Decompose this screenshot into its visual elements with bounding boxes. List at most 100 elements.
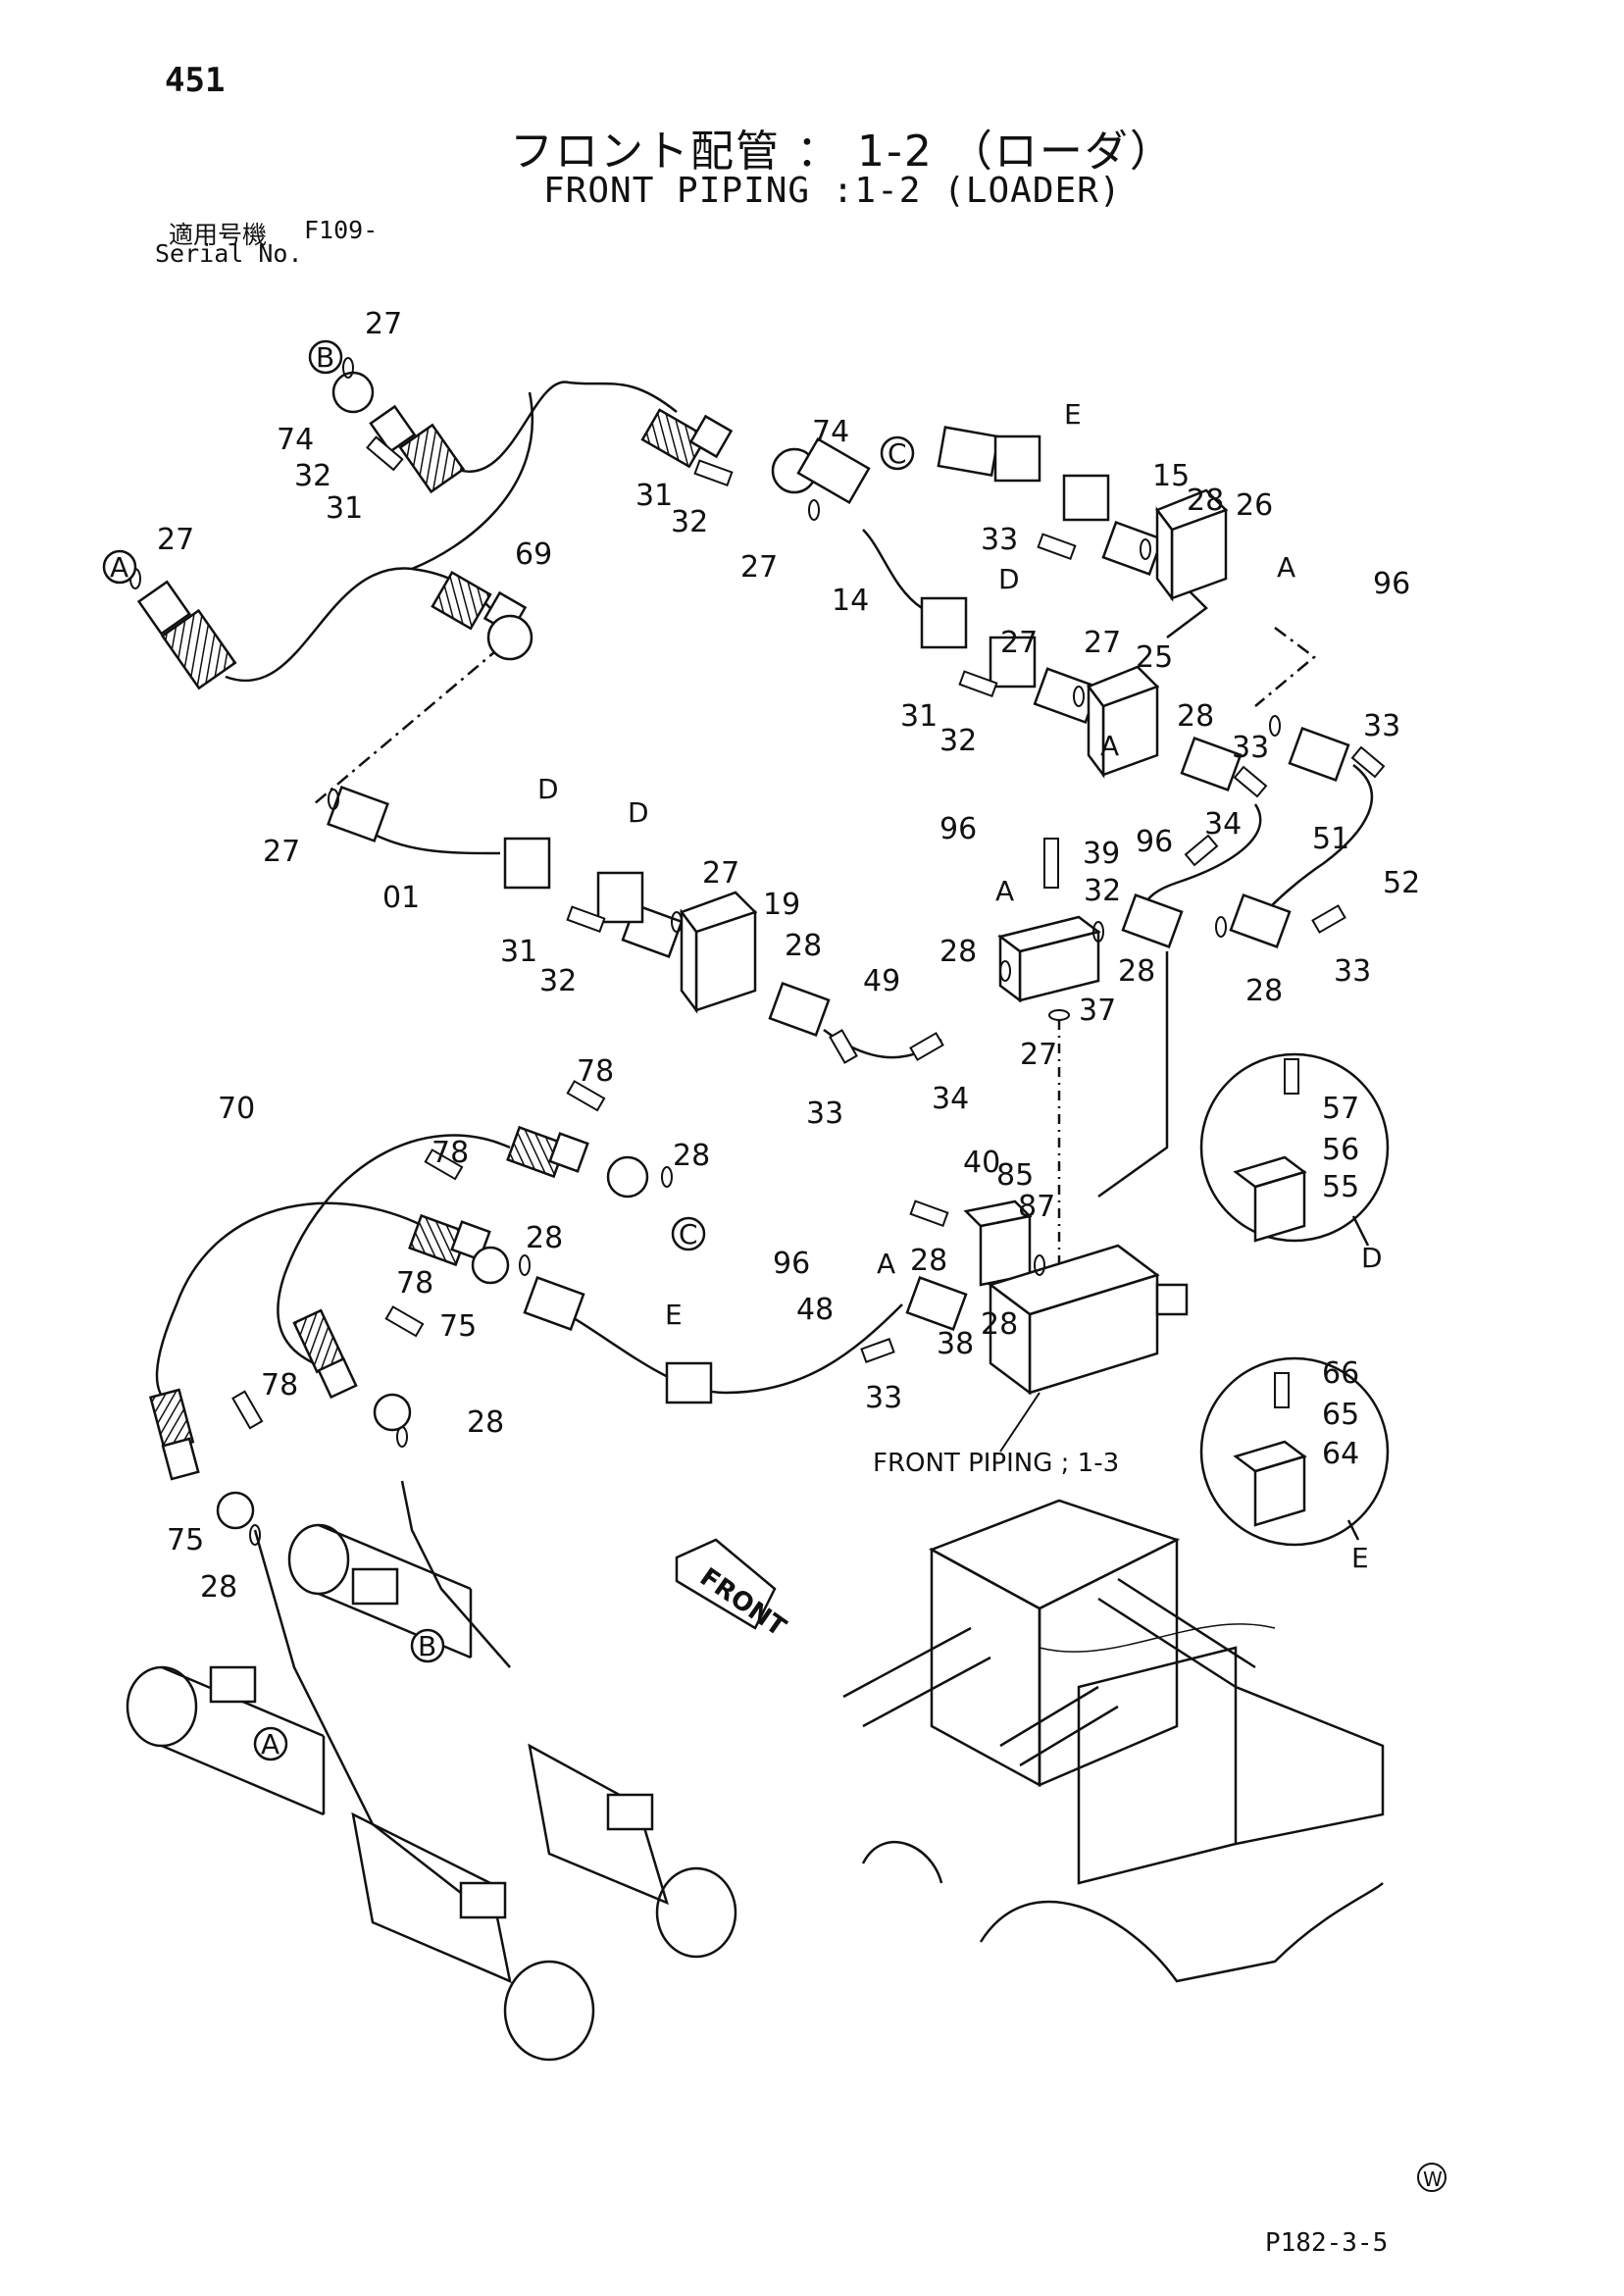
- bolt-66: [1274, 1372, 1290, 1408]
- callout: 85: [996, 1158, 1034, 1193]
- ref-letter: B: [316, 341, 334, 374]
- callout: 51: [1312, 822, 1349, 856]
- o-ring-27-g: [1048, 1009, 1070, 1021]
- ref-letter: E: [1351, 1542, 1369, 1574]
- callout: 34: [932, 1082, 969, 1116]
- callout: 14: [832, 584, 869, 618]
- ref-letter: D: [628, 796, 649, 829]
- callout: 28: [673, 1139, 710, 1173]
- callout: 55: [1322, 1170, 1359, 1204]
- ref-letter: D: [537, 773, 559, 805]
- pipe-52-down: [1097, 951, 1169, 1199]
- loader-cylinder-right: [1097, 1577, 1256, 1689]
- callout: 37: [1079, 994, 1116, 1028]
- ref-letter: E: [665, 1299, 683, 1331]
- clamp-e-3: [665, 1361, 713, 1404]
- front-arrow: FRONT: [675, 1538, 791, 1643]
- o-ring-28-c: [1092, 921, 1104, 943]
- callout: 28: [467, 1405, 504, 1440]
- callout: 31: [500, 935, 537, 969]
- watermark-circle: [1417, 2163, 1446, 2192]
- pipe-to-cylinder-a: [253, 1529, 462, 1894]
- flange-28-right: [1180, 736, 1243, 792]
- hose-70-b: [155, 1201, 442, 1403]
- callout: 78: [396, 1266, 433, 1301]
- pipe-14: [862, 529, 923, 610]
- hose-fitting-69a: [398, 423, 466, 494]
- loader-frame-side: [1038, 1537, 1179, 1787]
- clamp-e-1: [993, 434, 1041, 483]
- o-ring-28-j: [1034, 1254, 1045, 1276]
- callout: 57: [1322, 1092, 1359, 1126]
- ref-circle-a-lower: [253, 1726, 288, 1761]
- ref-letter: A: [110, 551, 128, 584]
- bolt-34-b: [909, 1032, 944, 1061]
- flange-38: [905, 1275, 968, 1332]
- page-title-japanese: フロント配管 ： 1-2 （ローダ）: [510, 127, 1175, 177]
- letter-references: B A C E A D A D D A A C E D E B A: [102, 339, 1383, 1761]
- detail-circle-d: [1199, 1052, 1390, 1243]
- callout: 70: [218, 1092, 255, 1126]
- callout: 27: [365, 307, 402, 341]
- ref-letter: C: [679, 1218, 698, 1250]
- bolt-40: [909, 1199, 949, 1228]
- callout: 78: [261, 1368, 298, 1403]
- cylinder-b-eye: [287, 1523, 350, 1596]
- flange-c: [937, 426, 1000, 478]
- loader-lower-outline: [979, 1882, 1384, 1983]
- loader-pin: [861, 1841, 943, 1884]
- flange-28-pipe52: [1229, 893, 1292, 949]
- hydraulic-cylinders: [126, 1523, 737, 2062]
- flange-69-end: [486, 614, 533, 661]
- cylinder-rod-a: [351, 1811, 512, 1984]
- callout: 19: [763, 888, 800, 922]
- callout: 28: [981, 1307, 1018, 1342]
- flange-75a: [471, 1246, 510, 1285]
- callout: 56: [1322, 1133, 1359, 1167]
- pipe-52: [1264, 764, 1374, 913]
- bolt-78-d: [231, 1390, 264, 1430]
- callout: 33: [981, 523, 1018, 557]
- o-ring-27-d: [1073, 686, 1085, 707]
- hose-nut-70a: [548, 1132, 589, 1173]
- bolt-31-a: [366, 435, 404, 472]
- flange-27-lower: [327, 786, 389, 842]
- callout: 28: [1177, 699, 1214, 734]
- hose-fitting-69b: [640, 408, 708, 469]
- callout: 28: [785, 929, 822, 963]
- flange-28-c: [606, 1155, 649, 1199]
- loader-cylinder-left: [842, 1626, 991, 1728]
- callout: 34: [1204, 807, 1242, 842]
- detail-circle-e: [1199, 1356, 1390, 1547]
- callout: 96: [773, 1247, 810, 1281]
- callout: 27: [1000, 626, 1038, 660]
- front-arrow-shape: [675, 1538, 777, 1630]
- callout: 01: [382, 881, 420, 915]
- loader-base-block: [1077, 1646, 1238, 1885]
- ref-letter: D: [998, 563, 1020, 595]
- ref-line-a: [1254, 627, 1317, 707]
- callout: 31: [326, 491, 363, 526]
- callout: 33: [806, 1097, 843, 1131]
- block-front-piping-port: [1155, 1283, 1189, 1316]
- cylinder-rod-b: [528, 1743, 669, 1906]
- bolt-33-d: [1311, 904, 1346, 934]
- ref-letter: A: [995, 875, 1014, 907]
- ref-circle-b-lower: [410, 1628, 445, 1663]
- callout: 78: [577, 1054, 614, 1089]
- bolt-78-b: [424, 1148, 464, 1181]
- hose-fitting-69d: [431, 570, 492, 631]
- bolt-78-a: [566, 1080, 606, 1112]
- ref-letter: C: [888, 437, 907, 470]
- callout: 39: [1083, 837, 1120, 871]
- callout: 52: [1383, 866, 1420, 900]
- ref-circle-c-lower: [671, 1216, 706, 1251]
- bolt-31-c: [958, 670, 998, 698]
- o-ring-27-f: [671, 911, 683, 933]
- callout: 31: [900, 699, 938, 734]
- flange-74-upper: [331, 371, 375, 414]
- callout: 31: [635, 479, 673, 513]
- hose-nut-69a: [369, 404, 417, 454]
- callout: 27: [157, 523, 194, 557]
